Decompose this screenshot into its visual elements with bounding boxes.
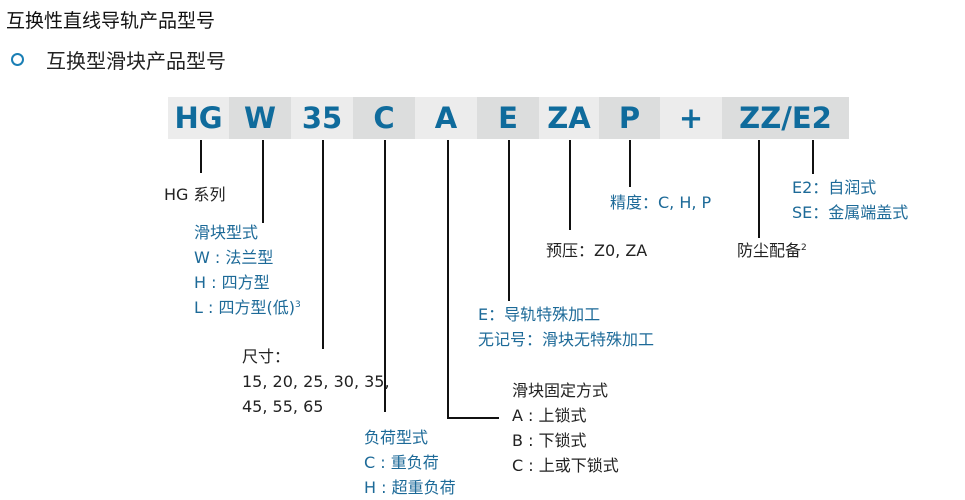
special-option-none: 无记号：滑块无特殊加工 <box>478 330 655 349</box>
leader-line-series <box>200 140 202 173</box>
size-values-line1: 15, 20, 25, 30, 35, <box>242 372 390 391</box>
mounting-heading: 滑块固定方式 <box>512 381 609 400</box>
label-block-type: 滑块型式 W : 法兰型 H : 四方型 L : 四方型(低)3 <box>194 220 301 320</box>
dust-text: 防尘配备 <box>737 241 802 260</box>
block-type-option-h: H : 四方型 <box>194 273 270 292</box>
section-subtitle: 互换型滑块产品型号 <box>46 49 226 73</box>
code-segment-load-type: C <box>353 97 415 139</box>
label-preload: 预压：Z0, ZA <box>546 241 648 260</box>
code-segment-accuracy: P <box>599 97 660 139</box>
end-seal-option-se: SE：金属端盖式 <box>792 203 909 222</box>
code-segment-mounting: A <box>415 97 477 139</box>
code-segment-special: E <box>477 97 539 139</box>
page-title: 互换性直线导轨产品型号 <box>6 10 216 32</box>
load-type-option-c: C : 重负荷 <box>364 453 439 472</box>
block-type-option-l: L : 四方型(低)3 <box>194 295 301 320</box>
leader-line-mounting-horizontal <box>447 417 499 419</box>
block-type-option-w: W : 法兰型 <box>194 248 274 267</box>
leader-line-load-type <box>384 140 386 412</box>
label-special: E：导轨特殊加工 无记号：滑块无特殊加工 <box>478 302 654 352</box>
label-series: HG 系列 <box>164 185 226 204</box>
code-segment-preload: ZA <box>539 97 599 139</box>
label-mounting: 滑块固定方式 A : 上锁式 B : 下锁式 C : 上或下锁式 <box>512 378 619 478</box>
code-segment-plus: + <box>660 97 722 139</box>
label-dust: 防尘配备2 <box>737 238 807 263</box>
mounting-option-a: A : 上锁式 <box>512 406 587 425</box>
leader-line-block-type <box>262 140 264 223</box>
leader-line-end-seal <box>812 140 814 174</box>
code-segment-dust-seal: ZZ/E2 <box>722 97 849 139</box>
mounting-option-c: C : 上或下锁式 <box>512 456 619 475</box>
block-type-heading: 滑块型式 <box>194 223 259 242</box>
end-seal-option-e2: E2：自润式 <box>792 178 877 197</box>
leader-line-special <box>508 140 510 301</box>
label-load-type: 负荷型式 C : 重负荷 H : 超重负荷 <box>364 425 456 500</box>
label-size: 尺寸： 15, 20, 25, 30, 35, 45, 55, 65 <box>242 344 390 419</box>
leader-line-mounting <box>447 140 449 418</box>
block-type-option-l-text: L : 四方型(低) <box>194 298 295 317</box>
code-segment-series: HG <box>168 97 229 139</box>
load-type-heading: 负荷型式 <box>364 428 429 447</box>
size-heading: 尺寸： <box>242 347 291 366</box>
leader-line-preload <box>569 140 571 230</box>
mounting-option-b: B : 下锁式 <box>512 431 587 450</box>
leader-line-accuracy <box>629 140 631 187</box>
code-segment-block-type: W <box>229 97 291 139</box>
special-option-e: E：导轨特殊加工 <box>478 305 601 324</box>
code-segment-size: 35 <box>291 97 353 139</box>
leader-line-size <box>322 140 324 349</box>
load-type-option-h: H : 超重负荷 <box>364 478 456 497</box>
footnote-3: 3 <box>294 300 301 310</box>
size-values-line2: 45, 55, 65 <box>242 397 324 416</box>
label-end-seal: E2：自润式 SE：金属端盖式 <box>792 175 908 225</box>
label-accuracy: 精度：C, H, P <box>610 193 712 212</box>
leader-line-dust <box>758 140 760 238</box>
footnote-2: 2 <box>801 243 807 253</box>
circle-bullet-icon <box>11 53 24 66</box>
